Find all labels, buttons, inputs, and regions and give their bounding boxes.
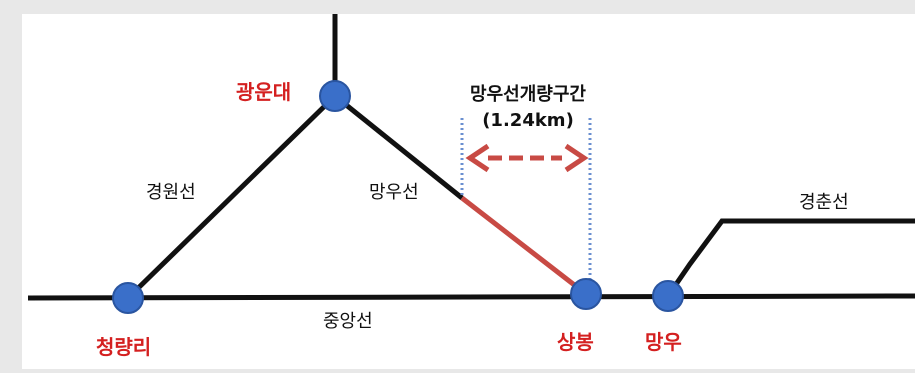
improved-section-length: (1.24km): [482, 110, 574, 131]
track-mangu-improved-section: [460, 196, 588, 296]
track-jungang-line: [27, 293, 915, 301]
improved-section-title: 망우선개량구간: [470, 84, 586, 105]
station-gwangundae-label: 광운대: [236, 80, 292, 104]
station-sangbong-marker: [570, 278, 602, 310]
station-cheongnyangni-label: 청량리: [96, 335, 152, 359]
track-gyeongwon-line: [126, 94, 337, 300]
line-mangu-label: 망우선: [369, 182, 419, 203]
station-cheongnyangni-marker: [112, 282, 144, 314]
canvas-background: [22, 14, 915, 369]
line-gyeongwon-label: 경원선: [146, 182, 196, 203]
arrow-head-left: [465, 143, 490, 173]
line-jungang-label: 중앙선: [323, 311, 373, 332]
track-gyeongchun-line: [665, 218, 915, 298]
station-gwangundae-marker: [319, 80, 351, 112]
station-mangu-marker: [652, 280, 684, 312]
track-mangu-line: [333, 94, 464, 200]
line-gyeongchun-label: 경춘선: [799, 192, 849, 213]
station-mangu-label: 망우: [645, 330, 682, 354]
arrow-head-right: [564, 143, 589, 173]
station-sangbong-label: 상봉: [557, 330, 594, 354]
